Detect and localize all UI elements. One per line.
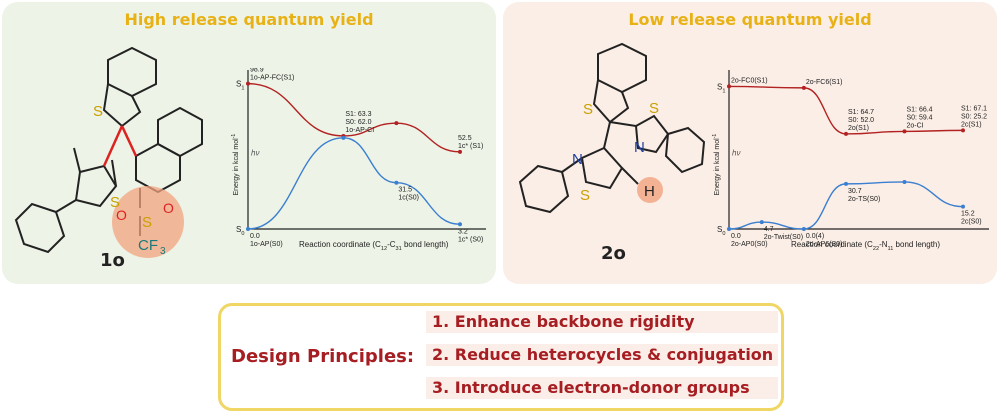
annotation-label: 3.2 xyxy=(458,228,468,235)
series-S0-point xyxy=(902,179,907,184)
atom-s-benzothiophene: S xyxy=(583,101,593,118)
annotation-label: 2o-AP6(S0) xyxy=(806,241,843,248)
principle-1: 1. Enhance backbone rigidity xyxy=(426,311,778,333)
annotation-label: 30.7 xyxy=(848,188,862,195)
series-S1-point xyxy=(727,84,731,89)
series-S0-point xyxy=(727,227,731,231)
annotation-label: S1: 64.7 xyxy=(848,109,874,116)
annotation-label: 2o-FC6(S1) xyxy=(806,79,843,86)
s0-axis-label: S0 xyxy=(717,225,725,237)
annotation-label: S0: 59.4 xyxy=(907,114,933,121)
atom-f-subscript: 3 xyxy=(160,246,166,257)
annotation-label: S0: 25.2 xyxy=(961,113,987,120)
design-principles-title: Design Principles: xyxy=(231,346,415,367)
atom-s-benzothiophene: S xyxy=(93,103,103,120)
y-axis-label: Energy in kcal mol-1 xyxy=(712,134,721,196)
annotation-label: 0.0 xyxy=(731,233,741,240)
annotation-label: 31.5 xyxy=(398,187,412,194)
series-S1-line xyxy=(247,82,461,153)
left-panel: High release quantum yield xyxy=(2,2,496,284)
series-S0-point xyxy=(341,135,346,140)
annotation-label: 2c(S1) xyxy=(961,121,982,128)
s1-axis-label: S1 xyxy=(717,82,725,94)
series-S0-point xyxy=(844,181,848,186)
s0-axis-label: S0 xyxy=(236,225,244,237)
design-principles-box: Design Principles: 1. Enhance backbone r… xyxy=(218,303,784,411)
series-S1-point xyxy=(902,129,907,134)
annotation-label: 2c(S0) xyxy=(961,219,982,226)
annotation-label: 2o-Twist(S0) xyxy=(764,234,803,241)
atom-n-benzothiazole: N xyxy=(634,139,645,156)
x-axis-label: Reaction coordinate (C22-N11 bond length… xyxy=(791,240,940,252)
series-S0-point xyxy=(246,227,250,231)
annotation-label: 15.2 xyxy=(961,211,975,218)
series-S0-point xyxy=(394,180,399,185)
x-axis-label: Reaction coordinate (C12-C31 bond length… xyxy=(299,240,449,252)
series-S1-line xyxy=(728,85,964,135)
annotation-label: 1c* (S1) xyxy=(458,143,483,150)
annotation-label: 2o(S1) xyxy=(848,125,869,132)
annotation-label: 2o-FC0(S1) xyxy=(731,77,768,84)
left-panel-title: High release quantum yield xyxy=(124,10,374,29)
compound-label-1o: 1o xyxy=(100,250,125,271)
y-axis-label: Energy in kcal mol-1 xyxy=(231,134,240,196)
atom-n-thiazole: N xyxy=(572,151,583,168)
series-S1-point xyxy=(246,81,250,86)
right-panel-title: Low release quantum yield xyxy=(628,10,872,29)
s1-axis-label: S1 xyxy=(236,80,244,92)
series-S1-point xyxy=(394,121,399,126)
annotation-label: S1: 67.1 xyxy=(961,105,987,112)
annotation-label: 1o-AP-CI xyxy=(345,127,374,134)
series-S1-point xyxy=(458,149,462,154)
annotation-label: 2o-CI xyxy=(907,122,924,129)
principle-2: 2. Reduce heterocycles & conjugation xyxy=(426,344,778,366)
annotation-label: S0: 52.0 xyxy=(848,117,874,124)
series-S1-point xyxy=(801,85,806,90)
annotation-label: 1o-AP(S0) xyxy=(250,241,283,248)
annotation-label: 1o-AP-FC(S1) xyxy=(250,75,294,82)
annotation-label: S1: 63.3 xyxy=(345,111,371,118)
annotation-label: 2o-AP0(S0) xyxy=(731,241,768,248)
atom-o-2: O xyxy=(163,200,174,216)
series-S0-point xyxy=(759,220,764,225)
compound-label-2o: 2o xyxy=(601,243,626,264)
molecule-1o: S S S O O CF 3 xyxy=(14,46,203,258)
annotation-label: 2o-TS(S0) xyxy=(848,196,880,203)
annotation-label: 98.9 xyxy=(250,68,264,74)
annotation-label: S0: 62.0 xyxy=(345,119,371,126)
molecule-2o: S S S N N H xyxy=(518,42,706,214)
series-S1-point xyxy=(961,128,965,133)
annotation-label: 1c(S0) xyxy=(398,195,419,202)
series-S0-point xyxy=(458,222,462,227)
annotation-label: 0.0(4) xyxy=(806,233,824,240)
annotation-label: 1c* (S0) xyxy=(458,236,483,243)
atom-cf: CF xyxy=(138,237,158,254)
series-S0-line xyxy=(728,181,964,230)
annotation-label: 52.5 xyxy=(458,135,472,142)
atom-s-thiophene: S xyxy=(110,194,120,211)
series-S0-point xyxy=(801,227,806,231)
series-S1-point xyxy=(844,131,848,136)
annotation-label: S1: 66.4 xyxy=(907,106,933,113)
atom-s-thiazole: S xyxy=(580,187,590,204)
series-S0-point xyxy=(961,204,965,209)
annotation-label: 4.7 xyxy=(764,226,774,233)
atom-s-sulfonyl: S xyxy=(142,214,152,231)
atom-h: H xyxy=(644,183,655,200)
series-S0-line xyxy=(247,137,461,230)
right-panel: Low release quantum yield xyxy=(503,2,997,284)
atom-s-benzothiazole: S xyxy=(649,100,659,117)
principle-3: 3. Introduce electron-donor groups xyxy=(426,377,778,399)
hv-label: hν xyxy=(251,149,259,158)
atom-o-1: O xyxy=(116,207,127,223)
hv-label: hν xyxy=(732,149,740,158)
annotation-label: 0.0 xyxy=(250,233,260,240)
